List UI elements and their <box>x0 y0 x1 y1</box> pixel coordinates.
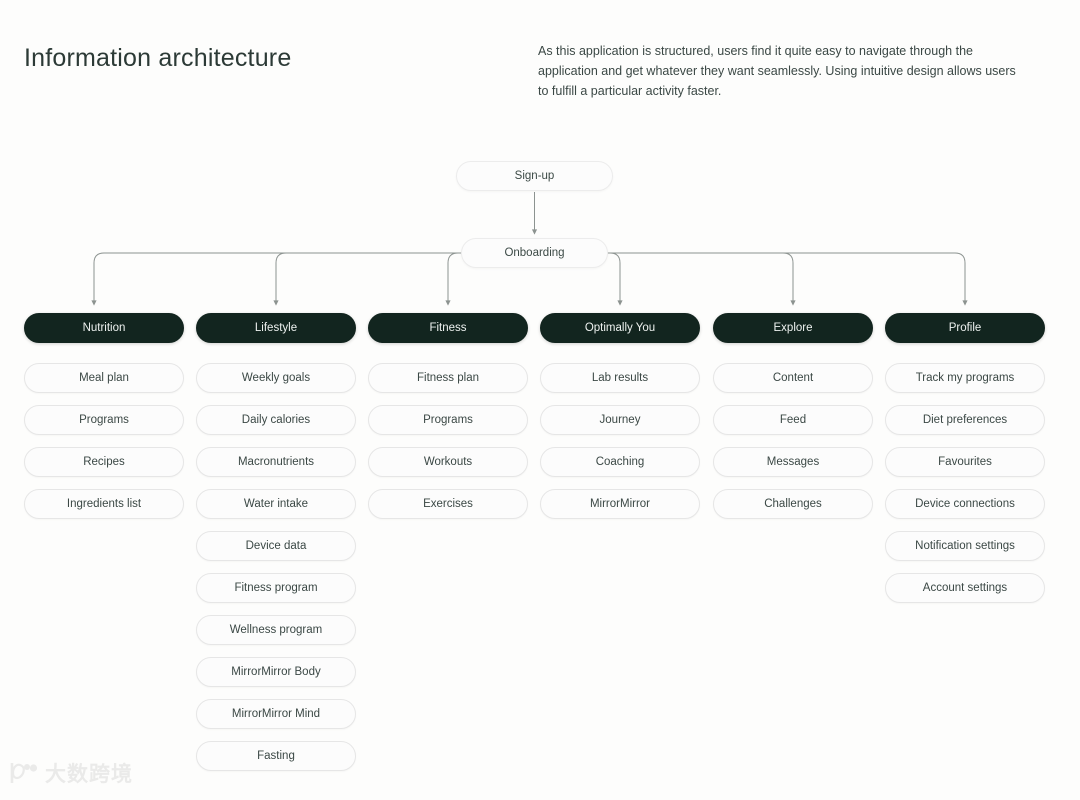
watermark-text: 大数跨境 <box>45 763 133 786</box>
item-label: Workouts <box>423 456 473 468</box>
category-explore[interactable]: Explore <box>713 313 873 343</box>
page-title: Information architecture <box>24 44 292 72</box>
intro-paragraph: As this application is structured, users… <box>538 44 1016 98</box>
node-onboarding[interactable]: Onboarding <box>461 238 608 268</box>
item-label: MirrorMirror Body <box>231 666 321 678</box>
category-label: Nutrition <box>82 322 126 334</box>
item-wellness-program[interactable]: Wellness program <box>196 615 356 645</box>
item-label: Lab results <box>591 372 649 384</box>
category-label: Explore <box>773 322 813 334</box>
item-label: Water intake <box>243 498 309 510</box>
item-daily-calories[interactable]: Daily calories <box>196 405 356 435</box>
item-workouts[interactable]: Workouts <box>368 447 528 477</box>
item-label: Track my programs <box>915 372 1015 384</box>
item-label: MirrorMirror <box>589 498 651 510</box>
item-label: Coaching <box>595 456 645 468</box>
item-label: Content <box>772 372 814 384</box>
node-label: Onboarding <box>504 247 565 259</box>
watermark: 大数跨境 <box>8 758 133 788</box>
item-label: Messages <box>766 456 820 468</box>
item-label: Weekly goals <box>241 372 311 384</box>
item-label: Notification settings <box>915 540 1015 552</box>
category-label: Fitness <box>429 322 467 334</box>
item-label: Macronutrients <box>237 456 315 468</box>
circle-logo-icon <box>8 760 38 786</box>
node-sign-up[interactable]: Sign-up <box>456 161 613 191</box>
item-messages[interactable]: Messages <box>713 447 873 477</box>
item-label: Fasting <box>257 750 295 762</box>
item-favourites[interactable]: Favourites <box>885 447 1045 477</box>
item-fasting[interactable]: Fasting <box>196 741 356 771</box>
item-ingredients-list[interactable]: Ingredients list <box>24 489 184 519</box>
item-content[interactable]: Content <box>713 363 873 393</box>
item-label: MirrorMirror Mind <box>231 708 321 720</box>
item-label: Challenges <box>764 498 822 510</box>
item-mirrormirror[interactable]: MirrorMirror <box>540 489 700 519</box>
category-nutrition[interactable]: Nutrition <box>24 313 184 343</box>
item-device-connections[interactable]: Device connections <box>885 489 1045 519</box>
item-lab-results[interactable]: Lab results <box>540 363 700 393</box>
item-label: Journey <box>599 414 641 426</box>
item-label: Device data <box>245 540 307 552</box>
category-label: Lifestyle <box>254 322 298 334</box>
item-mirrormirror-mind[interactable]: MirrorMirror Mind <box>196 699 356 729</box>
item-label: Account settings <box>922 582 1008 594</box>
category-lifestyle[interactable]: Lifestyle <box>196 313 356 343</box>
item-diet-preferences[interactable]: Diet preferences <box>885 405 1045 435</box>
item-label: Meal plan <box>79 372 129 384</box>
item-label: Device connections <box>915 498 1015 510</box>
category-label: Profile <box>948 322 982 334</box>
item-programs-nutrition[interactable]: Programs <box>24 405 184 435</box>
item-label: Favourites <box>938 456 992 468</box>
category-profile[interactable]: Profile <box>885 313 1045 343</box>
item-coaching[interactable]: Coaching <box>540 447 700 477</box>
item-water-intake[interactable]: Water intake <box>196 489 356 519</box>
item-label: Wellness program <box>229 624 323 636</box>
item-exercises[interactable]: Exercises <box>368 489 528 519</box>
item-label: Ingredients list <box>66 498 142 510</box>
item-device-data[interactable]: Device data <box>196 531 356 561</box>
category-label: Optimally You <box>584 322 656 334</box>
item-challenges[interactable]: Challenges <box>713 489 873 519</box>
item-mirrormirror-body[interactable]: MirrorMirror Body <box>196 657 356 687</box>
item-account-settings[interactable]: Account settings <box>885 573 1045 603</box>
item-label: Diet preferences <box>922 414 1008 426</box>
item-programs-fitness[interactable]: Programs <box>368 405 528 435</box>
item-journey[interactable]: Journey <box>540 405 700 435</box>
node-label: Sign-up <box>514 170 555 182</box>
item-feed[interactable]: Feed <box>713 405 873 435</box>
item-label: Daily calories <box>241 414 311 426</box>
item-meal-plan[interactable]: Meal plan <box>24 363 184 393</box>
item-recipes[interactable]: Recipes <box>24 447 184 477</box>
item-macronutrients[interactable]: Macronutrients <box>196 447 356 477</box>
category-optimally-you[interactable]: Optimally You <box>540 313 700 343</box>
item-track-my-programs[interactable]: Track my programs <box>885 363 1045 393</box>
item-label: Feed <box>779 414 807 426</box>
item-label: Exercises <box>423 498 473 510</box>
category-fitness[interactable]: Fitness <box>368 313 528 343</box>
item-notification-settings[interactable]: Notification settings <box>885 531 1045 561</box>
item-label: Fitness plan <box>416 372 479 384</box>
item-fitness-plan[interactable]: Fitness plan <box>368 363 528 393</box>
item-label: Recipes <box>83 456 125 468</box>
item-fitness-program[interactable]: Fitness program <box>196 573 356 603</box>
item-label: Programs <box>423 414 473 426</box>
item-weekly-goals[interactable]: Weekly goals <box>196 363 356 393</box>
item-label: Fitness program <box>234 582 318 594</box>
item-label: Programs <box>79 414 129 426</box>
